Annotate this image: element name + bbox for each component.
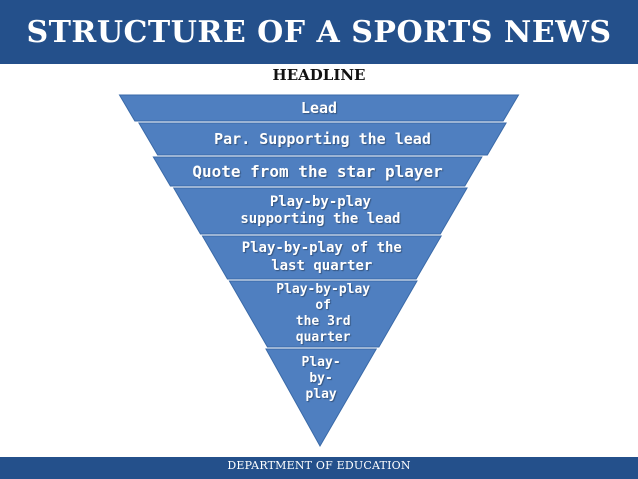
- band-label-4: Play-by-play supporting the lead: [240, 193, 401, 228]
- footer-text: DEPARTMENT OF EDUCATION: [227, 459, 411, 472]
- band-label-3: Quote from the star player: [192, 161, 443, 181]
- band-label-5: Play-by-play of the last quarter: [241, 240, 402, 274]
- band-label-6: Play-by-play of the 3rd quarter: [276, 281, 371, 346]
- slide-title: STRUCTURE OF A SPORTS NEWS: [26, 14, 612, 50]
- headline-label: HEADLINE: [272, 66, 366, 84]
- band-label-2: Par. Supporting the lead: [214, 129, 431, 148]
- pyramid-band-7: [265, 348, 378, 448]
- pyramid-band-6: [228, 280, 418, 348]
- pyramid-band-3: [152, 156, 483, 187]
- pyramid-band-1: [118, 94, 520, 122]
- band-label-1: Lead: [300, 98, 338, 117]
- title-bar: STRUCTURE OF A SPORTS NEWS: [0, 0, 638, 64]
- pyramid-band-2: [138, 122, 507, 156]
- footer-bar: [0, 457, 638, 479]
- pyramid-band-5: [201, 235, 443, 280]
- band-label-7: Play-by- play: [301, 354, 341, 403]
- pyramid-band-4: [172, 187, 468, 235]
